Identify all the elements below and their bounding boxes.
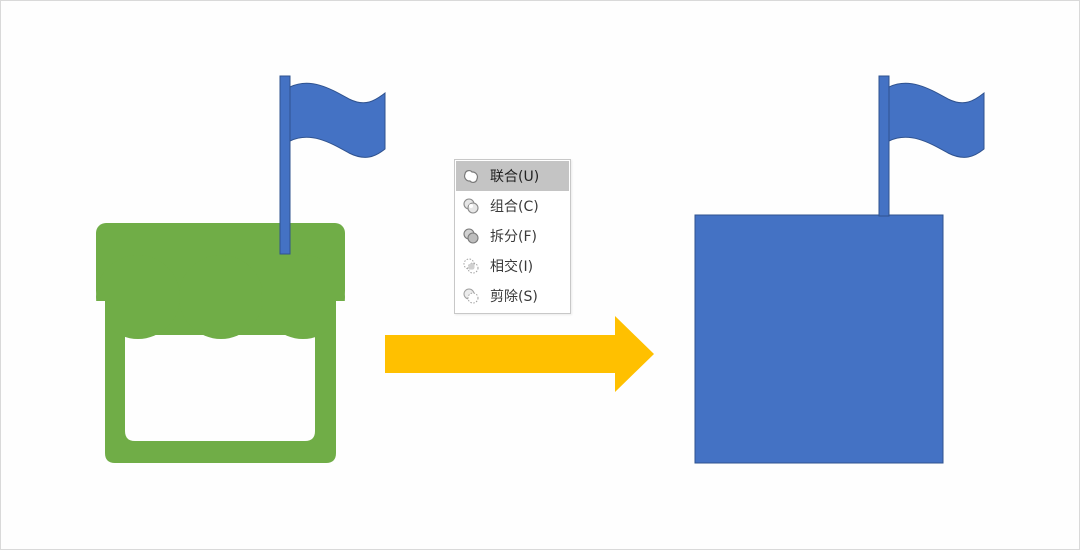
store-edge-mask [61,301,105,351]
flag-pole [279,75,291,255]
store-icon[interactable] [61,223,380,463]
arrow-right-icon [385,316,654,392]
menu-item-fragment[interactable]: 拆分(F) [456,221,569,251]
flag-icon[interactable] [279,75,386,255]
menu-item-label: 相交(I) [490,259,534,275]
combine-icon [462,197,480,215]
merged-flag-banner [888,82,985,158]
fragment-icon [462,227,480,245]
subtract-icon [462,287,480,305]
menu-item-union[interactable]: 联合(U) [456,161,569,191]
merged-square [694,214,944,464]
menu-item-subtract[interactable]: 剪除(S) [456,281,569,311]
flag-banner [289,82,386,158]
menu-item-label: 拆分(F) [490,229,537,245]
menu-item-intersect[interactable]: 相交(I) [456,251,569,281]
menu-item-combine[interactable]: 组合(C) [456,191,569,221]
union-icon [462,167,480,185]
merged-flag-pole [878,75,890,217]
menu-item-label: 联合(U) [490,169,540,185]
store-edge-mask [336,301,380,351]
merge-shapes-menu: 联合(U) 组合(C) 拆分(F) 相交(I) 剪除(S) [454,159,571,314]
intersect-icon [462,257,480,275]
awning-scallop [179,255,263,339]
menu-item-label: 剪除(S) [490,289,538,305]
merged-shape[interactable] [694,75,985,464]
menu-item-label: 组合(C) [490,199,539,215]
awning-scallop [261,255,345,339]
awning-scallop [96,255,180,339]
